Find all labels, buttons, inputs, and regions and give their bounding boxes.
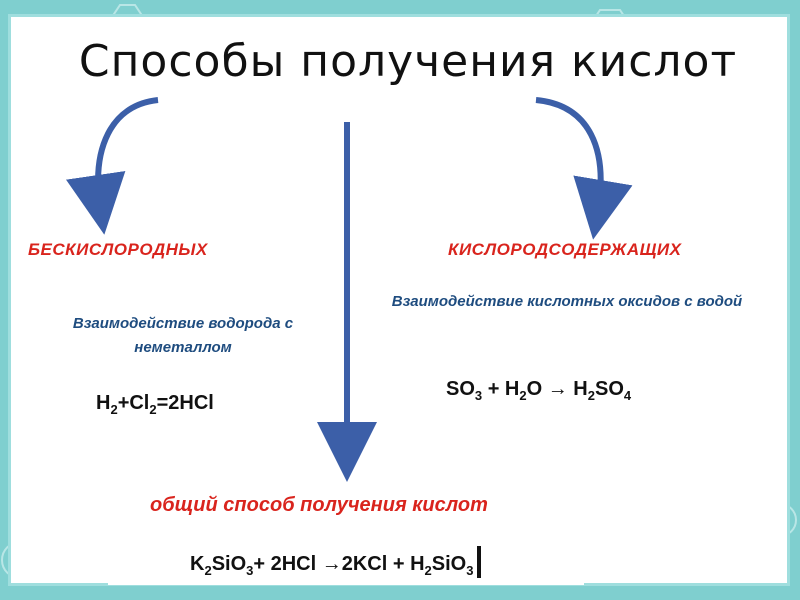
bottom-formula-box — [108, 523, 584, 585]
oxygen-free-heading: БЕСКИСЛОРОДНЫХ — [28, 240, 208, 259]
sulfuric-acid-formula: SO3 + H2O → H2SO4 — [446, 378, 632, 403]
oxygen-containing-description: Взаимодействие кислотных оксидов с водой — [391, 293, 743, 310]
page-title: Способы получения кислот — [78, 35, 738, 87]
right-curved-arrow — [535, 97, 633, 240]
common-method-heading: общий способ получения кислот — [150, 494, 488, 516]
oxygen-free-description: Взаимодействие водорода с неметаллом — [72, 315, 294, 356]
left-curved-arrow — [66, 97, 159, 235]
slide-panel — [8, 14, 790, 586]
precipitate-bar-icon — [477, 546, 482, 578]
hcl-formula: H2+Cl2=2HCl — [96, 392, 214, 417]
silicic-acid-formula: K2SiO3+ 2HCl →2KCl + H2SiO3 — [190, 546, 482, 578]
title-box: Способы получения кислот — [70, 22, 746, 100]
oxygen-containing-heading: КИСЛОРОДСОДЕРЖАЩИХ — [448, 240, 682, 259]
